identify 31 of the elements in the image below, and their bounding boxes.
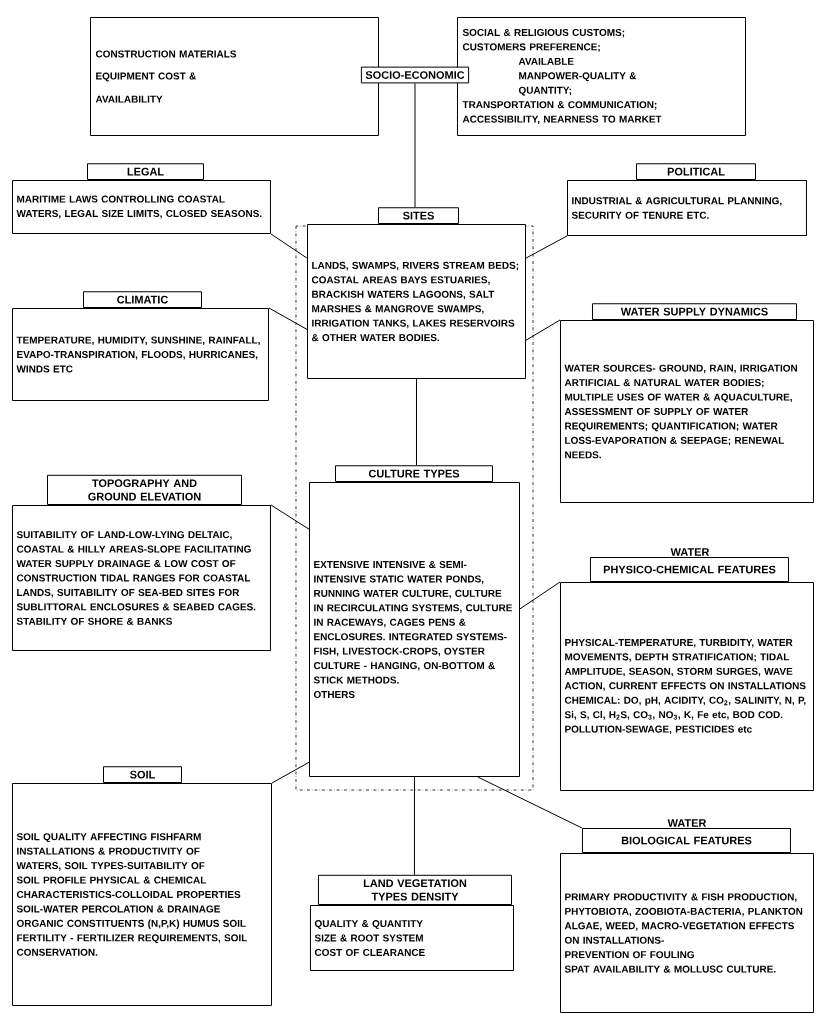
tabbed-box: SITES LANDS, SWAMPS, RIVERS STREAM BEDS; COASTAL AREAS BAYS ESTUARIES, BRACKISH WATERS LAGOONS, SALT MARSHES & MANGROVE SWAMPS, IRRIGATION TANKS, LAKES RESERVOIRS & OTHER WATER BODIES.	[307, 207, 526, 379]
tabbed-box: LAND VEGETATION TYPES DENSITY QUALITY & QUANTITY SIZE & ROOT SYSTEM COST OF CLEARANCE	[310, 874, 514, 971]
tabbed-box: BIOLOGICAL FEATURES PRIMARY PRODUCTIVITY & FISH PRODUCTION, PHYTOBIOTA, ZOOBIOTA-BACTERIA, PLANKTON ALGAE, WEED, MACRO-VEGETATION EFFECTS ON INSTALLATIONS- PREVENTION OF FOULING SPAT AVAILABILITY & MOLLUSC CULTURE.	[560, 828, 814, 1013]
tabbed-box: WATER SUPPLY DYNAMICS WATER SOURCES- GROUND, RAIN, IRRIGATION ARTIFICIAL & NATURAL WATER BODIES; MULTIPLE USES OF WATER & AQUACULTURE, ASSESSMENT OF SUPPLY OF WATER REQUIREMENTS; QUANTIFICATION; WATER LOSS-EVAPORATION & SEEPAGE; RENEWAL NEEDS.	[560, 303, 814, 503]
node-label: CULTURE TYPES	[368, 469, 460, 478]
connector-line	[271, 761, 310, 784]
heading-text: WATER	[667, 819, 707, 827]
node-label: TOPOGRAPHY AND GROUND ELEVATION	[88, 479, 201, 501]
node-label: POLITICAL	[667, 167, 725, 176]
connector-line	[525, 235, 568, 259]
node-label: SITES	[402, 211, 434, 220]
connector-line	[414, 776, 415, 876]
label-box: SOCIO-ECONOMIC	[360, 66, 470, 84]
tabbed-box: CULTURE TYPES EXTENSIVE INTENSIVE & SEMI-INTENSIVE STATIC WATER PONDS, RUNNING WATER CULTURE, CULTURE IN RECIRCULATING SYSTEMS, CULTURE IN RACEWAYS, CAGES PENS & ENCLOSURES. INTEGRATED SYSTEMS-FISH, LIVESTOCK-CROPS, OYSTER CULTURE - HANGING, ON-BOTTOM & STICK METHODS. OTHERS	[309, 465, 520, 777]
tabbed-box: SOIL SOIL QUALITY AFFECTING FISHFARM INSTALLATIONS & PRODUCTIVITY OF WATERS, SOIL TYPES-SUITABILITY OF SOIL PROFILE PHYSICAL & CHEMICAL CHARACTERISTICS-COLLOIDAL PROPERTIES SOIL-WATER PERCOLATION & DRAINAGE ORGANIC CONSTITUENTS (N,P,K) HUMUS SOIL FERTILITY - FERTILIZER REQUIREMENTS, SOIL CONSERVATION.	[12, 766, 272, 1006]
node-label: SOIL	[130, 770, 155, 779]
tabbed-box: LEGAL MARITIME LAWS CONTROLLING COASTAL WATERS, LEGAL SIZE LIMITS, CLOSED SEASONS.	[12, 163, 271, 234]
tabbed-box: TOPOGRAPHY AND GROUND ELEVATION SUITABILITY OF LAND-LOW-LYING DELTAIC, COASTAL & HILLY AREAS-SLOPE FACILITATING WATER SUPPLY DRAINAGE & LOW COST OF CONSTRUCTION TIDAL RANGES FOR COASTAL LANDS, SUITABILITY OF SEA-BED SITES FOR SUBLITTORAL ENCLOSURES & SEABED CAGES. STABILITY OF SHORE & BANKS	[12, 474, 271, 651]
node-label: LAND VEGETATION TYPES DENSITY	[363, 879, 467, 901]
node-label: CLIMATIC	[117, 295, 168, 304]
heading-text: WATER	[670, 548, 710, 556]
tabbed-box: CLIMATIC TEMPERATURE, HUMIDITY, SUNSHINE, RAINFALL, EVAPO-TRANSPIRATION, FLOODS, HURRICANES, WINDS ETC	[12, 291, 269, 401]
node-label: LEGAL	[127, 167, 164, 176]
connector-line	[270, 504, 310, 530]
connector-line	[268, 307, 308, 330]
tabbed-box: POLITICAL INDUSTRIAL & AGRICULTURAL PLANNING, SECURITY OF TENURE ETC.	[567, 163, 807, 236]
connector-line	[416, 378, 417, 466]
node-label: WATER SUPPLY DYNAMICS	[620, 307, 768, 316]
connector-line	[519, 581, 561, 610]
tabbed-box: PHYSICO-CHEMICAL FEATURES PHYSICAL-TEMPERATURE, TURBIDITY, WATER MOVEMENTS, DEPTH STRATIFICATION; TIDAL AMPLITUDE, SEASON, STORM SURGES, WAVE ACTION, CURRENT EFFECTS ON INSTALLATIONS CHEMICAL: DO, pH, ACIDITY, CO$_{2}$, SALINITY, N, P, Si, S, Cl, H$_{2}$S, CO$_{3}$, NO$_{3}$, K, Fe etc, BOD COD. POLLUTION-SEWAGE, PESTICIDES etc	[560, 557, 814, 791]
connector-line	[414, 82, 416, 208]
